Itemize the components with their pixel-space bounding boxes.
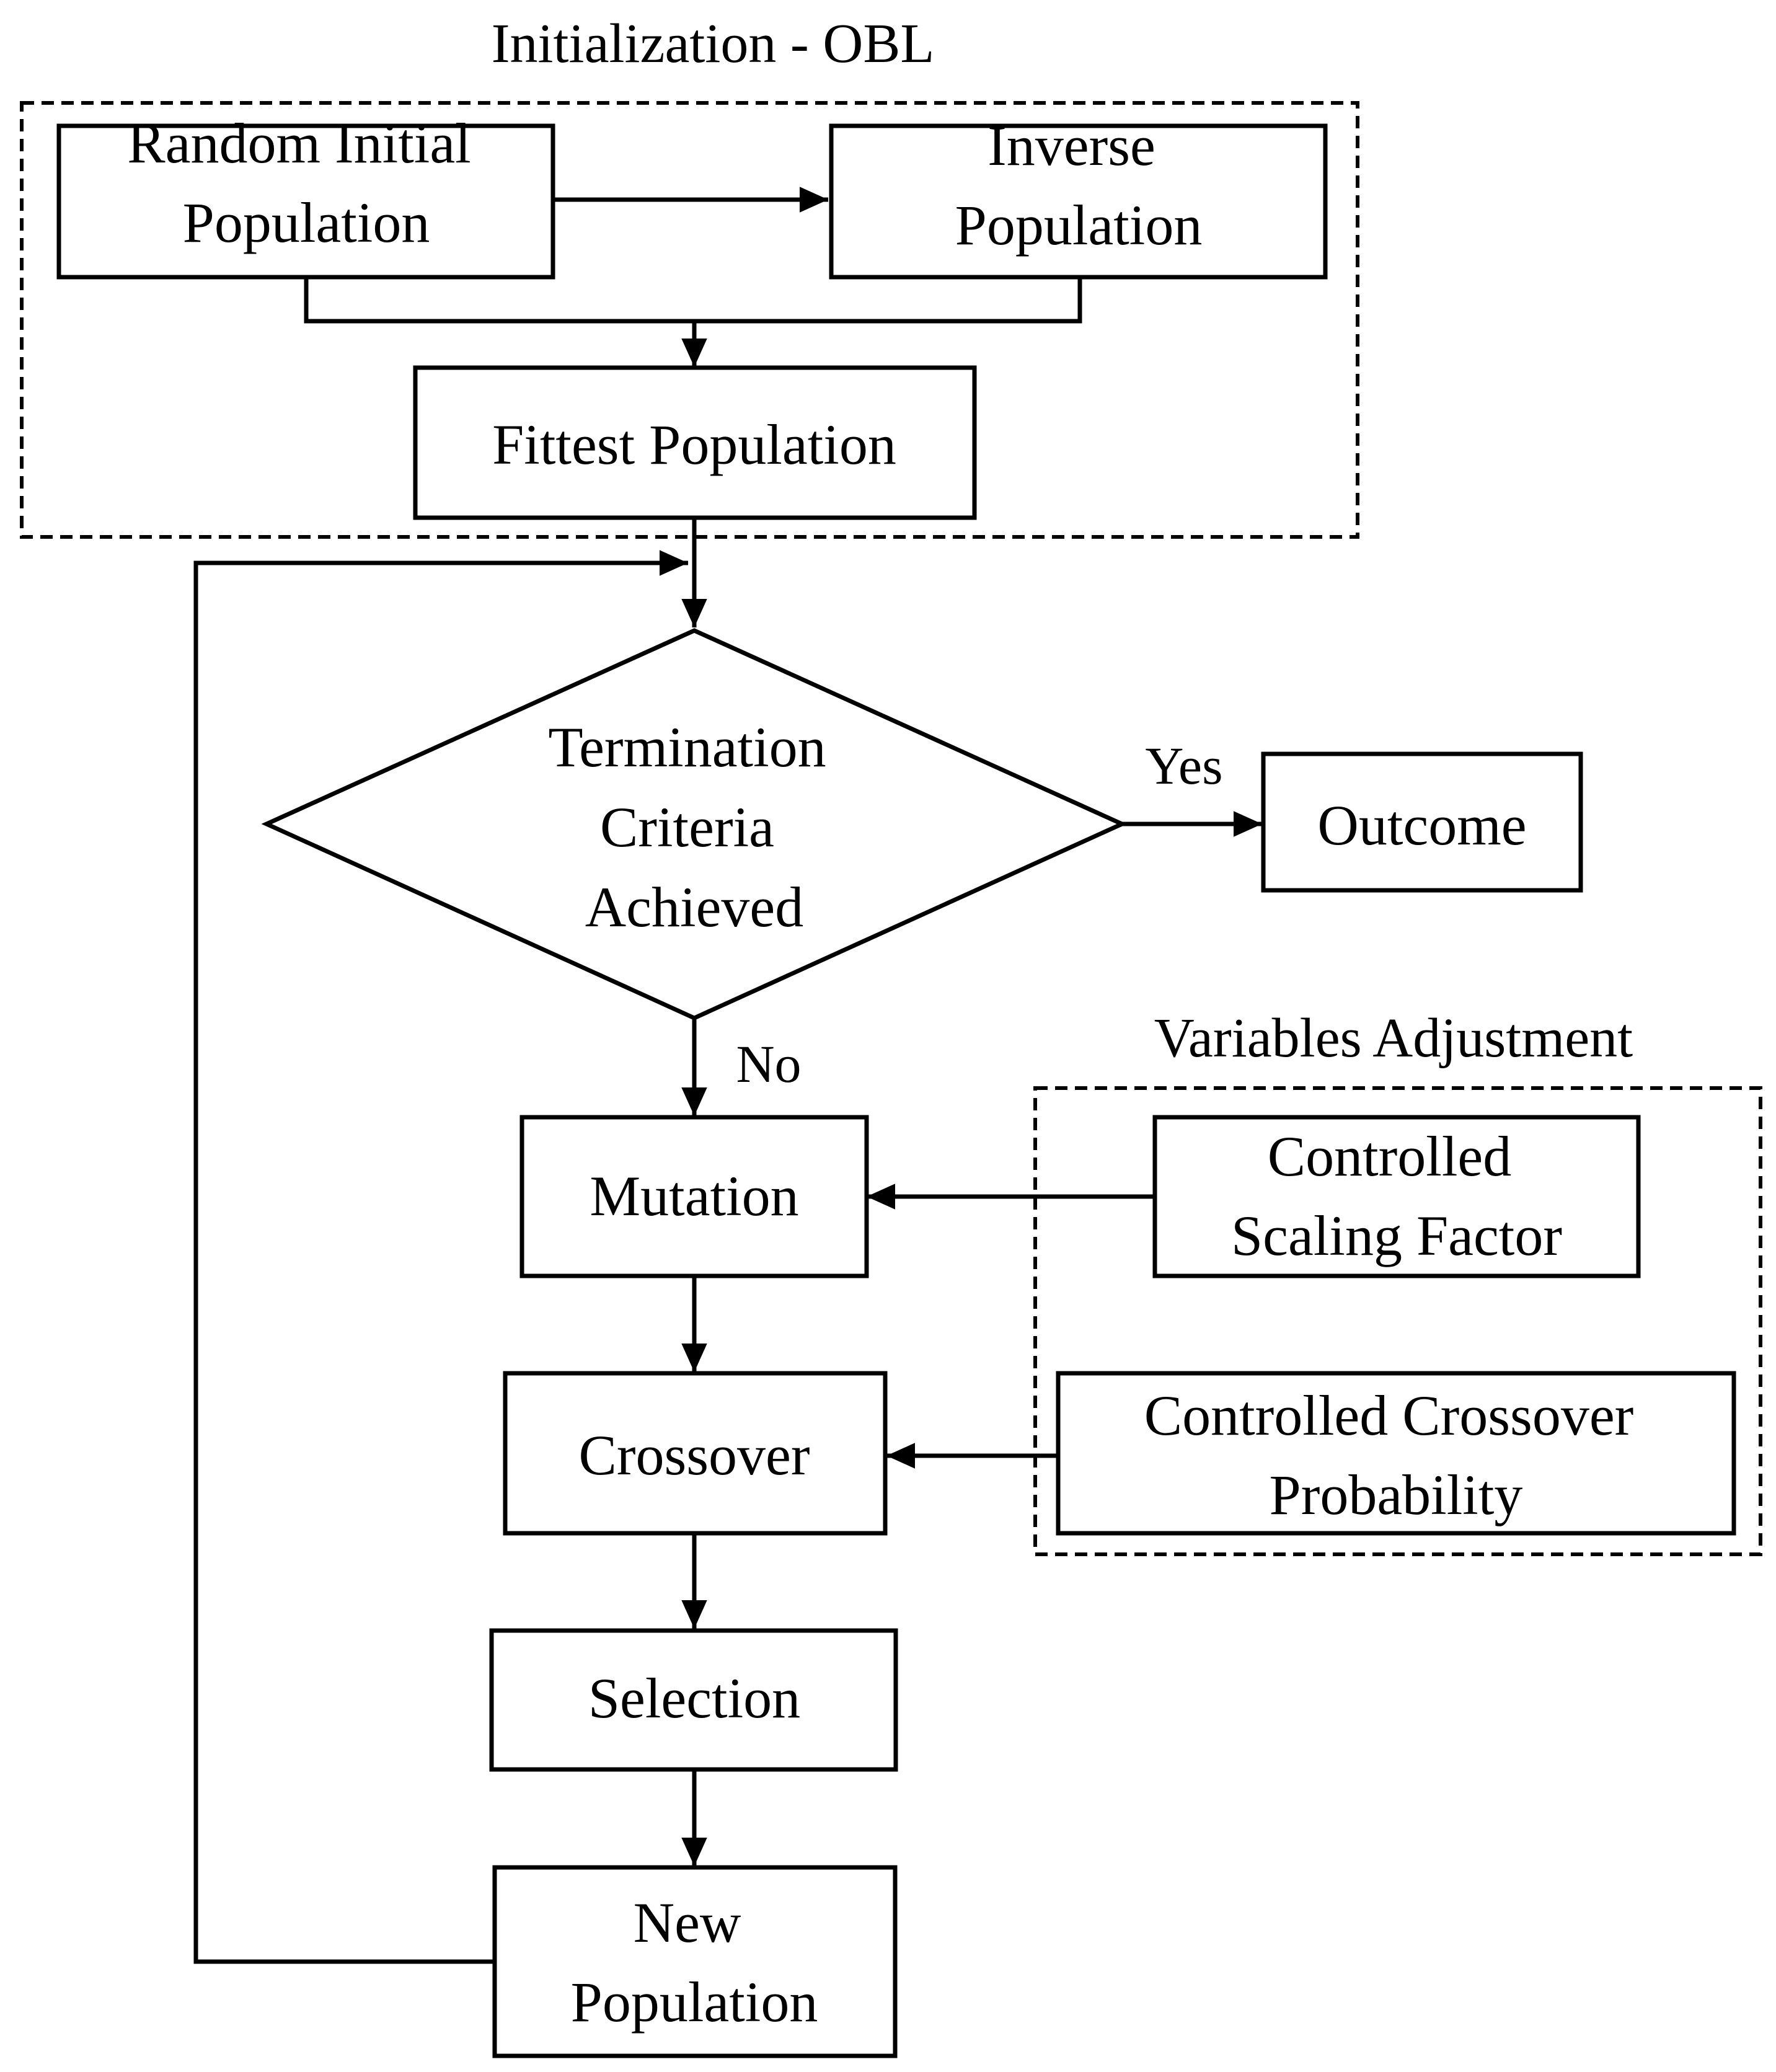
crossover-label: Crossover bbox=[578, 1423, 810, 1487]
inverse-population-node: Inverse Population bbox=[829, 114, 1328, 280]
new-population-line-1: New bbox=[634, 1891, 741, 1954]
inverse-line-2: Population bbox=[955, 193, 1203, 257]
new-population-label: New Population bbox=[571, 1891, 818, 2034]
termination-line-1: Termination bbox=[548, 715, 826, 779]
scaling-factor-label: Controlled Scaling Factor bbox=[1231, 1125, 1562, 1267]
scaling-factor-node: Controlled Scaling Factor bbox=[1152, 1115, 1641, 1278]
scaling-factor-line-2: Scaling Factor bbox=[1231, 1204, 1562, 1267]
termination-line-3: Achieved bbox=[585, 875, 804, 939]
feedback-loop-line bbox=[193, 550, 688, 1964]
initialization-obl-group: Initialization - OBL bbox=[20, 13, 1359, 539]
crossover-probability-line-1: Controlled Crossover bbox=[1144, 1384, 1634, 1447]
crossover-node: Crossover bbox=[503, 1371, 888, 1536]
fittest-population-node: Fittest Population bbox=[413, 365, 977, 520]
merge-line-random bbox=[304, 277, 1082, 324]
variables-group-frame bbox=[1033, 1086, 1762, 1556]
random-initial-line-2: Population bbox=[183, 191, 430, 254]
variables-group-title: Variables Adjustment bbox=[1154, 1007, 1633, 1069]
crossover-box bbox=[503, 1371, 888, 1536]
outcome-box bbox=[1261, 751, 1583, 893]
initialization-group-title: Initialization - OBL bbox=[492, 13, 935, 74]
initialization-group-frame bbox=[20, 101, 1359, 539]
scaling-factor-line-1: Controlled bbox=[1268, 1125, 1512, 1188]
random-initial-population-label: Random Initial Population bbox=[127, 112, 485, 254]
fittest-population-box bbox=[413, 365, 977, 520]
random-initial-population-node: Random Initial Population bbox=[56, 112, 555, 280]
crossover-probability-line-2: Probability bbox=[1270, 1463, 1523, 1526]
fittest-population-label: Fittest Population bbox=[492, 413, 896, 476]
mutation-label: Mutation bbox=[590, 1164, 798, 1228]
new-population-box bbox=[492, 1865, 898, 2058]
new-population-node: New Population bbox=[492, 1865, 898, 2058]
termination-criteria-node: Termination Criteria Achieved bbox=[261, 628, 1128, 1021]
mutation-box bbox=[519, 1115, 869, 1278]
outcome-node: Outcome bbox=[1261, 751, 1583, 893]
selection-label: Selection bbox=[588, 1667, 800, 1730]
scaling-factor-box bbox=[1152, 1115, 1641, 1278]
connectors bbox=[193, 187, 1262, 1964]
termination-criteria-label: Termination Criteria Achieved bbox=[548, 715, 840, 939]
inverse-population-box bbox=[829, 123, 1328, 280]
selection-node: Selection bbox=[489, 1628, 898, 1772]
inverse-population-label: Inverse Population bbox=[955, 114, 1203, 257]
outcome-label: Outcome bbox=[1317, 794, 1526, 857]
random-initial-line-1: Random Initial bbox=[127, 112, 471, 175]
no-edge-label: No bbox=[736, 1034, 801, 1094]
yes-edge-label: Yes bbox=[1145, 736, 1222, 795]
variables-adjustment-group: Variables Adjustment bbox=[1033, 1007, 1762, 1556]
crossover-probability-label: Controlled Crossover Probability bbox=[1144, 1384, 1648, 1526]
selection-box bbox=[489, 1628, 898, 1772]
inverse-line-1: Inverse bbox=[987, 114, 1155, 177]
crossover-probability-node: Controlled Crossover Probability bbox=[1056, 1371, 1736, 1536]
termination-criteria-diamond bbox=[261, 628, 1128, 1021]
random-initial-population-box bbox=[56, 123, 555, 280]
termination-line-2: Criteria bbox=[600, 795, 774, 859]
new-population-line-2: Population bbox=[571, 1970, 818, 2034]
mutation-node: Mutation bbox=[519, 1115, 869, 1278]
crossover-probability-box bbox=[1056, 1371, 1736, 1536]
